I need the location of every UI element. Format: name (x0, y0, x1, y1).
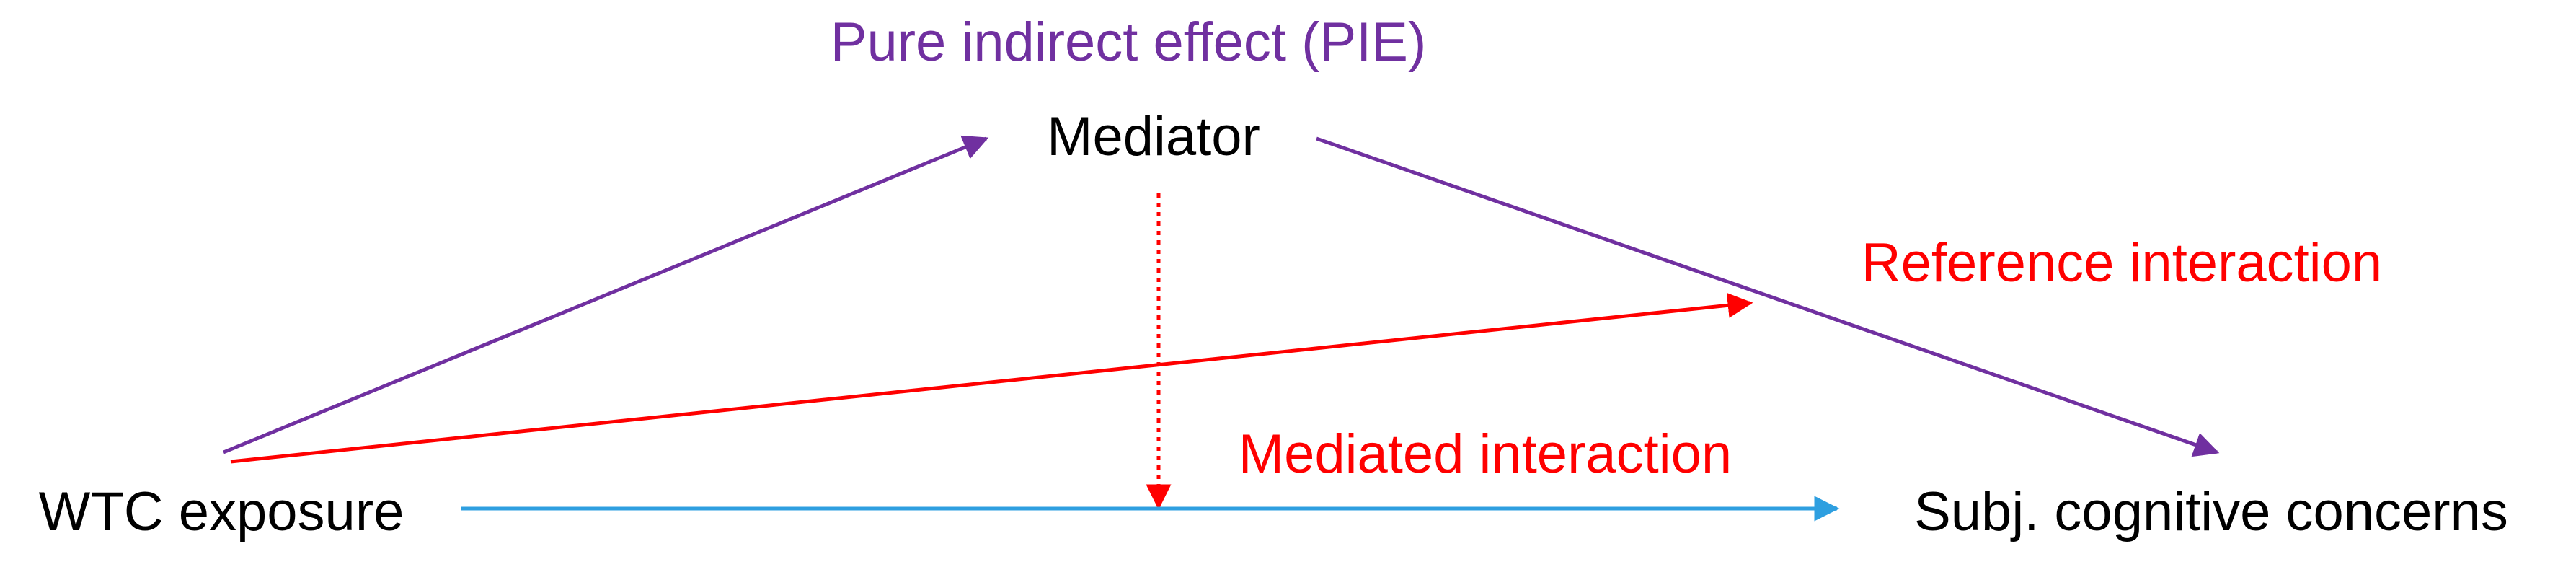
exposure-node: WTC exposure (39, 481, 404, 542)
arrow-reference-interaction (230, 292, 1753, 464)
mediator-node: Mediator (1047, 106, 1260, 167)
arrow-mediator-to-outcome (1316, 136, 2220, 457)
mediated-interaction-label: Mediated interaction (1239, 423, 1732, 485)
outcome-node: Subj. cognitive concerns (1914, 481, 2508, 542)
arrow-exposure-to-mediator (223, 135, 989, 454)
reference-interaction-label: Reference interaction (1862, 232, 2382, 294)
pie-label: Pure indirect effect (PIE) (831, 12, 1427, 73)
